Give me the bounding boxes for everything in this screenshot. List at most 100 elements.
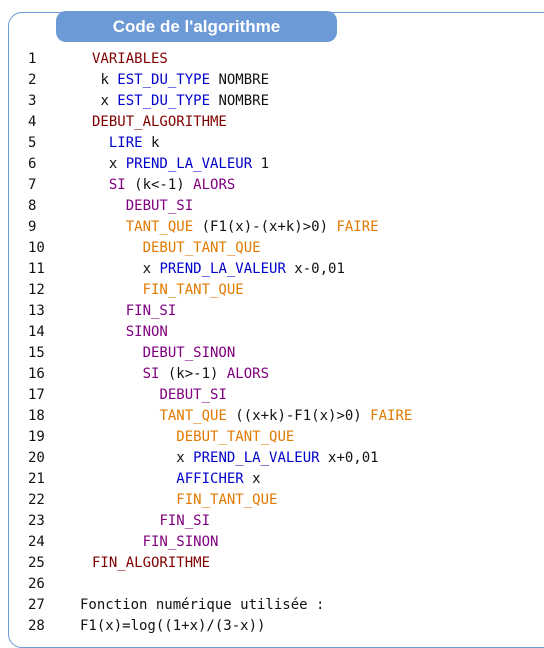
code-keyword: TANT_QUE [159, 408, 227, 424]
code-keyword: EST_DU_TYPE [117, 72, 211, 88]
line-number: 24 [28, 534, 45, 550]
code-line: 22 FIN_TANT_QUE [9, 490, 412, 511]
code-keyword: FIN_ALGORITHME [92, 555, 211, 571]
line-number: 23 [28, 513, 45, 529]
line-number: 11 [28, 261, 45, 277]
code-keyword: PREND_LA_VALEUR [193, 450, 320, 466]
indent [92, 303, 126, 319]
code-text: k [142, 135, 160, 151]
code-keyword: FAIRE [370, 408, 413, 424]
code-keyword: FIN_SINON [142, 534, 219, 550]
code-line: 15 DEBUT_SINON [9, 343, 412, 364]
code-keyword: TANT_QUE [125, 219, 194, 235]
line-number: 26 [28, 576, 45, 592]
code-keyword: ALORS [193, 177, 236, 193]
indent [92, 282, 143, 298]
code-line: 8 DEBUT_SI [9, 196, 412, 217]
line-number: 5 [28, 135, 37, 151]
code-line: 21 AFFICHER x [9, 469, 412, 490]
line-number: 18 [28, 408, 45, 424]
line-number: 2 [28, 72, 37, 88]
code-text: x-0,01 [285, 261, 345, 277]
code-text: x [142, 261, 160, 277]
indent [92, 135, 109, 151]
code-keyword: LIRE [108, 135, 143, 151]
code-line: 24 FIN_SINON [9, 532, 412, 553]
code-keyword: ALORS [226, 366, 270, 382]
code-text: NOMBRE [210, 93, 270, 109]
line-number: 27 [28, 597, 45, 613]
indent [92, 156, 109, 172]
code-line: 14 SINON [9, 322, 412, 343]
code-text: k [100, 72, 118, 88]
code-keyword: DEBUT_TANT_QUE [142, 240, 261, 256]
code-keyword: EST_DU_TYPE [117, 93, 211, 109]
code-line: 3 x EST_DU_TYPE NOMBRE [9, 91, 412, 112]
code-text: Fonction numérique utilisée : [80, 597, 325, 613]
code-keyword: PREND_LA_VALEUR [125, 156, 253, 172]
indent [92, 492, 176, 508]
code-text: (k>-1) [159, 366, 227, 382]
line-number: 16 [28, 366, 45, 382]
code-line: 27 Fonction numérique utilisée : [9, 595, 412, 616]
line-number: 9 [28, 219, 37, 235]
code-text: F1(x)=log((1+x)/(3-x)) [80, 618, 266, 634]
code-keyword: FIN_SI [159, 513, 211, 529]
code-keyword: SI [142, 366, 160, 382]
code-text: (F1(x)-(x+k)>0) [193, 219, 337, 235]
code-keyword: VARIABLES [92, 51, 168, 67]
line-number: 28 [28, 618, 45, 634]
indent [92, 240, 143, 256]
indent [92, 177, 109, 193]
code-line: 5 LIRE k [9, 133, 412, 154]
line-number: 21 [28, 471, 45, 487]
line-number: 15 [28, 345, 45, 361]
code-keyword: DEBUT_TANT_QUE [176, 429, 295, 445]
indent [92, 513, 159, 529]
code-keyword: SI [108, 177, 126, 193]
indent [92, 324, 126, 340]
indent [92, 261, 143, 277]
line-number: 4 [28, 114, 37, 130]
line-number: 25 [28, 555, 45, 571]
code-line: 10 DEBUT_TANT_QUE [9, 238, 412, 259]
code-text: (k<-1) [125, 177, 194, 193]
indent [92, 345, 143, 361]
line-number: 1 [28, 51, 37, 67]
code-line: 23 FIN_SI [9, 511, 412, 532]
line-number: 12 [28, 282, 45, 298]
indent [92, 408, 159, 424]
code-line: 11 x PREND_LA_VALEUR x-0,01 [9, 259, 412, 280]
code-line: 18 TANT_QUE ((x+k)-F1(x)>0) FAIRE [9, 406, 412, 427]
code-text: x [108, 156, 126, 172]
code-text: 1 [252, 156, 270, 172]
line-number: 6 [28, 156, 37, 172]
code-line: 2 k EST_DU_TYPE NOMBRE [9, 70, 412, 91]
line-number: 8 [28, 198, 37, 214]
code-line: 1 VARIABLES [9, 49, 412, 70]
code-line: 7 SI (k<-1) ALORS [9, 175, 412, 196]
code-keyword: DEBUT_SI [159, 387, 227, 403]
code-keyword: DEBUT_SI [125, 198, 194, 214]
code-line: 25 FIN_ALGORITHME [9, 553, 412, 574]
line-number: 17 [28, 387, 45, 403]
algorithm-panel: Code de l'algorithme 1 VARIABLES 2 k EST_D… [8, 11, 544, 648]
line-number: 14 [28, 324, 45, 340]
code-line: 28 F1(x)=log((1+x)/(3-x)) [9, 616, 412, 637]
code-line: 17 DEBUT_SI [9, 385, 412, 406]
indent [92, 219, 126, 235]
indent [92, 471, 176, 487]
code-keyword: FIN_TANT_QUE [176, 492, 278, 508]
code-keyword: FAIRE [336, 219, 379, 235]
code-line: 9 TANT_QUE (F1(x)-(x+k)>0) FAIRE [9, 217, 412, 238]
indent [92, 387, 159, 403]
panel-title: Code de l'algorithme [56, 11, 337, 42]
code-text: x [243, 471, 261, 487]
code-keyword: DEBUT_SINON [142, 345, 236, 361]
code-keyword: FIN_SI [125, 303, 177, 319]
indent [92, 450, 176, 466]
code-text: x [176, 450, 194, 466]
code-line: 19 DEBUT_TANT_QUE [9, 427, 412, 448]
